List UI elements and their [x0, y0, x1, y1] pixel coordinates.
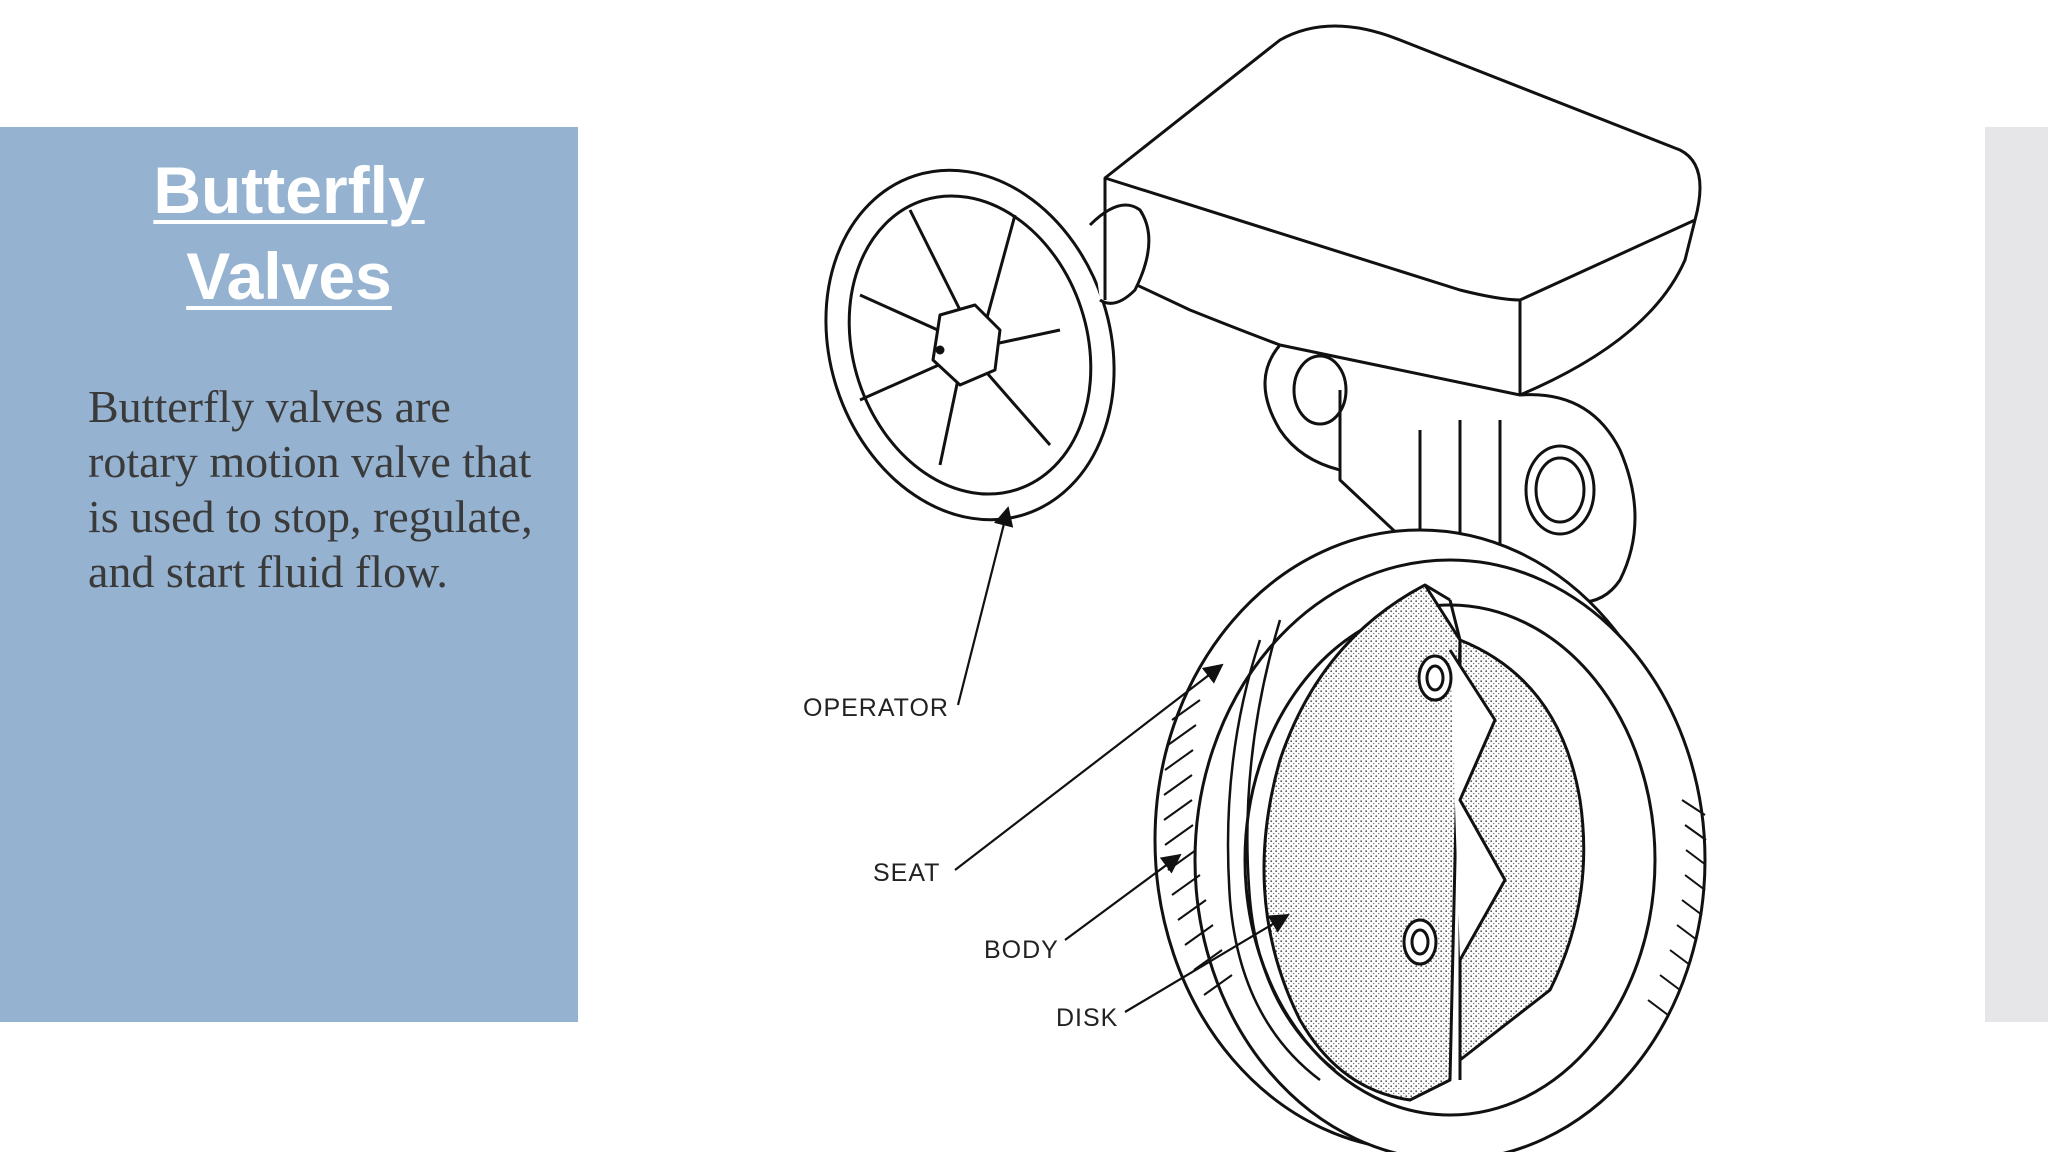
handwheel: [824, 168, 1151, 522]
slide-body-text: Butterfly valves are rotary motion valve…: [88, 381, 533, 597]
text-panel: Butterfly Valves Butterfly valves are ro…: [0, 127, 578, 1022]
label-operator: OPERATOR: [803, 694, 949, 722]
actuator-box: [1103, 24, 1702, 397]
title-line-1: Butterfly: [153, 153, 425, 227]
body-arrow: [1064, 853, 1182, 941]
side-strip: [1985, 127, 2048, 1022]
seat-arrow: [954, 663, 1224, 871]
title-line-2: Valves: [186, 239, 392, 313]
disk-arrow: [1124, 913, 1290, 1013]
label-disk: DISK: [1056, 1004, 1118, 1032]
label-seat: SEAT: [873, 859, 940, 887]
operator-arrow: [956, 506, 1014, 706]
valve-disk: [1262, 583, 1586, 1102]
valve-lug: [1263, 344, 1637, 604]
leader-lines: [954, 506, 1290, 1013]
label-body: BODY: [984, 936, 1059, 964]
slide-title: Butterfly Valves: [0, 147, 578, 319]
valve-seat: [1226, 619, 1336, 1081]
butterfly-valve-diagram: OPERATOR SEAT BODY DISK: [803, 24, 1707, 1152]
